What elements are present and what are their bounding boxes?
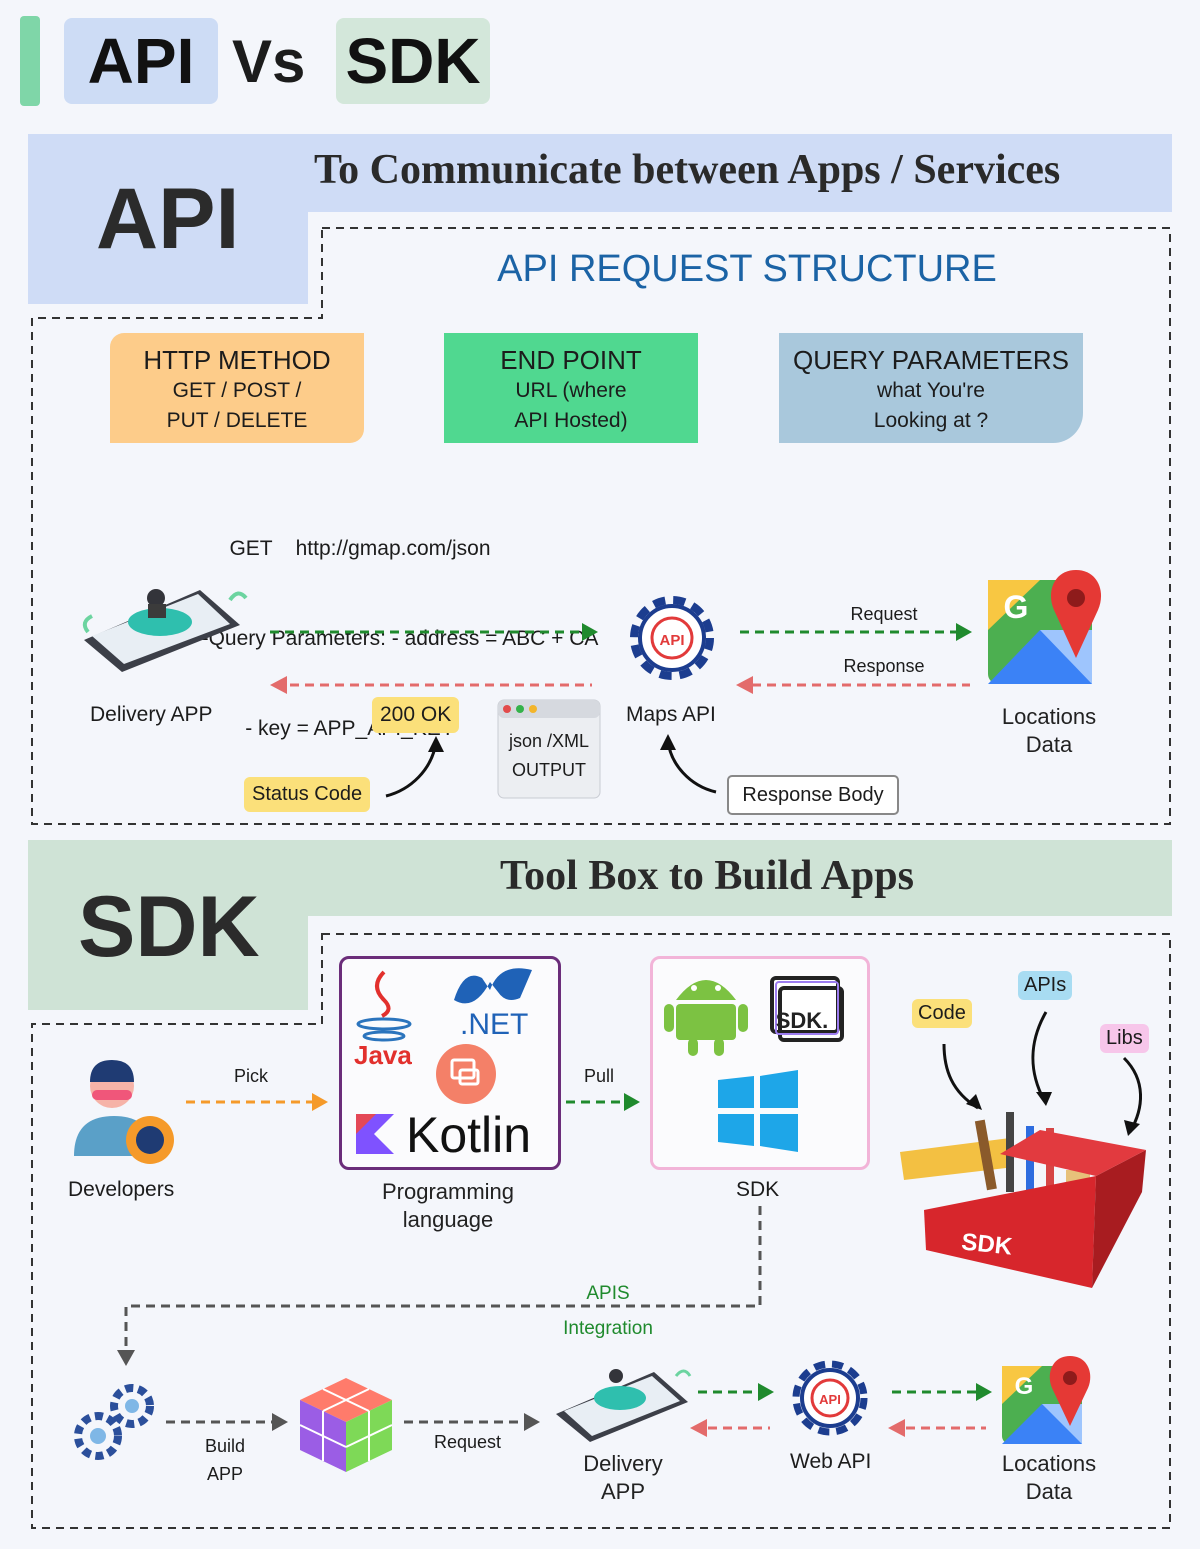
web-api-gear-icon xyxy=(792,1360,868,1436)
pick-label: Pick xyxy=(234,1066,269,1086)
android-icon xyxy=(664,980,748,1056)
sdk-tagline: Tool Box to Build Apps xyxy=(500,853,914,899)
locations-small-line1: Locations xyxy=(1001,1451,1097,1476)
sdk-box-label: SDK xyxy=(736,1178,780,1201)
web-api-badge: API xyxy=(819,1392,841,1407)
endpoint-card: END POINT URL (where API Hosted) xyxy=(444,333,698,443)
maps-api-badge: API xyxy=(659,632,684,649)
http-method-line1: GET / POST / xyxy=(172,379,302,402)
svg-text:G: G xyxy=(1004,589,1029,625)
google-maps-small-icon: G xyxy=(1002,1356,1091,1444)
api-tagline: To Communicate between Apps / Services xyxy=(314,147,1061,193)
query-params-line2: Looking at ? xyxy=(873,409,989,432)
pull-label: Pull xyxy=(584,1066,615,1086)
query-params-title: QUERY PARAMETERS xyxy=(793,345,1069,375)
locations-data-small-label: Locations Data xyxy=(990,1450,1108,1506)
java-label: Java xyxy=(354,1040,412,1070)
output-line2: OUTPUT xyxy=(512,760,586,780)
apis-tag: APIs xyxy=(1018,971,1073,1000)
api-section-label: API xyxy=(96,171,240,267)
apis-integration-label: APIS Integration xyxy=(520,1276,696,1346)
maps-api-gear-icon xyxy=(630,596,714,680)
toolbox-text: SDK xyxy=(960,1228,1014,1260)
title-api-chip: API xyxy=(64,18,218,104)
json-output-text: json /XML OUTPUT xyxy=(498,727,600,785)
delivery-app-small-icon xyxy=(556,1369,692,1442)
delivery-app-small-label: Delivery APP xyxy=(570,1450,676,1506)
sdk-logo-icon xyxy=(770,976,844,1042)
delivery-line2: APP xyxy=(600,1479,646,1504)
web-api-label: Web API xyxy=(790,1450,872,1473)
prog-line1: Programming xyxy=(381,1179,515,1204)
query-params-card: QUERY PARAMETERS what You're Looking at … xyxy=(779,333,1083,443)
sdk-logo-text: SDK. xyxy=(776,1008,829,1033)
sdk-label-block xyxy=(28,840,308,1010)
libs-tag: Libs xyxy=(1100,1024,1149,1053)
gears-icon xyxy=(74,1384,154,1460)
code-tag: Code xyxy=(912,999,972,1028)
google-maps-icon: G xyxy=(988,570,1102,684)
http-method-line2: PUT / DELETE xyxy=(166,409,308,432)
response-body-tag: Response Body xyxy=(727,775,899,815)
endpoint-title: END POINT xyxy=(500,345,642,375)
http-method-card: HTTP METHOD GET / POST / PUT / DELETE xyxy=(110,333,364,443)
locations-small-line2: Data xyxy=(1025,1479,1073,1504)
app-cube-icon xyxy=(299,1378,393,1472)
apis-integration-line2: Integration xyxy=(563,1318,653,1339)
arrow-head-right-2 xyxy=(956,623,972,641)
api-structure-title: API REQUEST STRUCTURE xyxy=(497,248,997,290)
http-method-title: HTTP METHOD xyxy=(143,345,331,375)
prog-line2: language xyxy=(402,1207,494,1232)
ok-badge: 200 OK xyxy=(372,697,460,733)
dotnet-icon xyxy=(454,968,532,1004)
locations-line2: Data xyxy=(1025,732,1073,757)
request-small-label: Request xyxy=(434,1432,502,1452)
arrow-head-right-1 xyxy=(582,623,598,641)
delivery-app-label: Delivery APP xyxy=(90,703,213,726)
maps-api-label: Maps API xyxy=(626,703,716,726)
locations-data-label: Locations Data xyxy=(990,703,1108,759)
title-sdk-chip: SDK xyxy=(336,18,490,104)
kotlin-logo-icon xyxy=(356,1114,394,1154)
svg-text:G: G xyxy=(1015,1373,1034,1400)
developer-icon xyxy=(74,1060,174,1164)
query-params-line1: what You're xyxy=(877,379,985,402)
device-sync-icon xyxy=(436,1044,496,1104)
output-line1: json /XML xyxy=(508,731,590,751)
programming-language-label: Programming language xyxy=(360,1178,536,1234)
example-line1: GET http://gmap.com/json xyxy=(229,537,491,560)
locations-line1: Locations xyxy=(1001,704,1097,729)
toolbox-icon xyxy=(900,1112,1146,1288)
build-app-label: Build APP xyxy=(190,1432,260,1488)
arrow-head-left-1 xyxy=(270,676,287,694)
java-icon xyxy=(356,970,412,1042)
apis-integration-line1: APIS xyxy=(586,1283,630,1304)
json-output-window xyxy=(497,699,601,799)
delivery-line1: Delivery xyxy=(583,1451,663,1476)
arrow-head-left-2 xyxy=(736,676,753,694)
title-vs: Vs xyxy=(232,27,306,95)
windows-icon xyxy=(718,1070,798,1152)
sdk-section-label: SDK xyxy=(78,879,260,975)
endpoint-line2: API Hosted) xyxy=(514,409,628,432)
status-code-tag: Status Code xyxy=(244,777,371,812)
response-label: Response xyxy=(843,656,925,676)
api-label-block xyxy=(28,134,308,304)
request-label: Request xyxy=(850,604,918,624)
developers-label: Developers xyxy=(68,1178,175,1201)
kotlin-label: Kotlin xyxy=(406,1107,532,1163)
delivery-app-icon xyxy=(82,589,248,672)
build-line2: APP xyxy=(206,1464,244,1484)
accent-bar xyxy=(20,16,40,106)
endpoint-line1: URL (where xyxy=(515,379,627,402)
build-line1: Build xyxy=(204,1436,246,1456)
dotnet-label: .NET xyxy=(460,1008,529,1041)
